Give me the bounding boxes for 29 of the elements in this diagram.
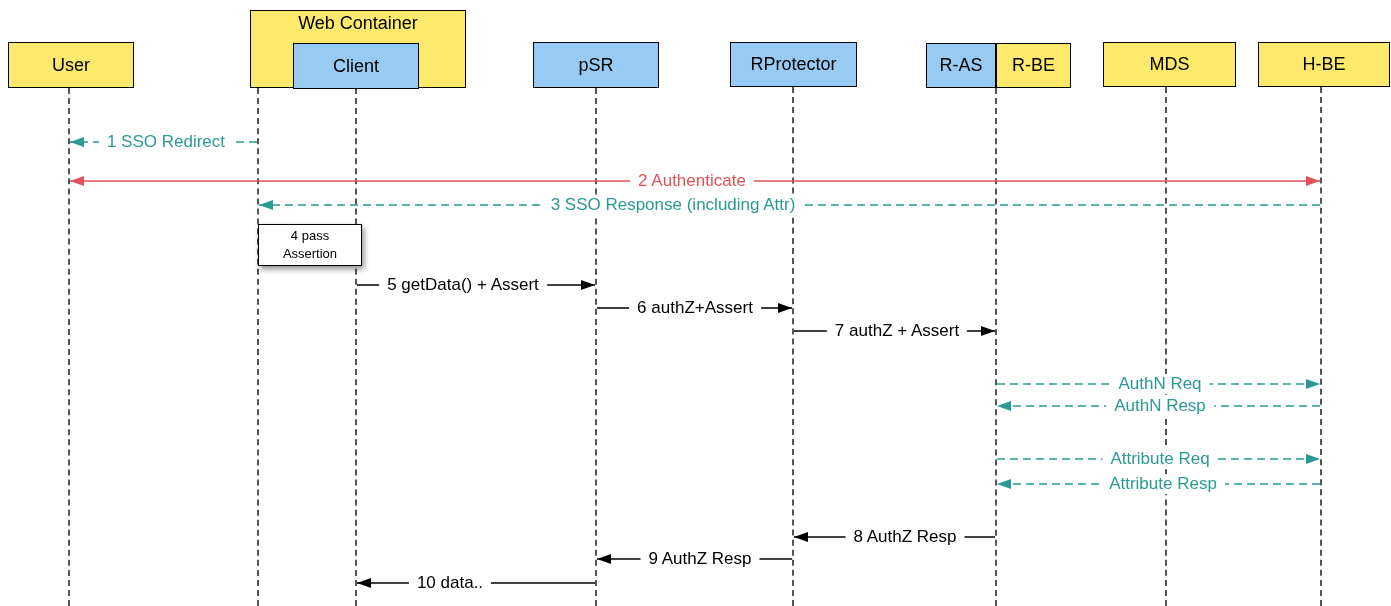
- participant-name: R-AS: [939, 54, 983, 77]
- lifeline: [995, 88, 997, 606]
- edge-label: 5 getData() + Assert: [379, 275, 547, 295]
- participant-name: R-BE: [1012, 54, 1055, 77]
- note-box: [258, 224, 362, 266]
- edge-label: 8 AuthZ Resp: [845, 527, 965, 547]
- participant-box: [293, 43, 419, 89]
- participant-box: [533, 42, 659, 88]
- participant-box: [996, 43, 1071, 88]
- participant-name: pSR: [578, 53, 614, 77]
- lifeline: [1320, 87, 1322, 606]
- participant-box: [730, 42, 857, 87]
- participant-name: MDS: [1149, 53, 1190, 76]
- participant-box: [8, 42, 134, 88]
- participant-name: RProtector: [750, 53, 837, 76]
- lifeline: [68, 88, 70, 606]
- container-box: [250, 10, 466, 88]
- participant-box: [926, 43, 996, 88]
- participant-name: H-BE: [1302, 53, 1346, 76]
- edge-label: Attribute Resp: [1101, 474, 1225, 494]
- edge-label: 9 AuthZ Resp: [640, 549, 760, 569]
- message-arrow: [69, 176, 1321, 186]
- container-title: Web Container: [298, 12, 418, 35]
- participant-name: User: [52, 53, 90, 77]
- participant-box: [1258, 42, 1390, 87]
- edge-label: AuthN Resp: [1106, 396, 1214, 416]
- participant-name: 4 pass Assertion: [281, 227, 339, 263]
- participant-box: [1103, 42, 1236, 87]
- participant-name: Client: [333, 54, 379, 78]
